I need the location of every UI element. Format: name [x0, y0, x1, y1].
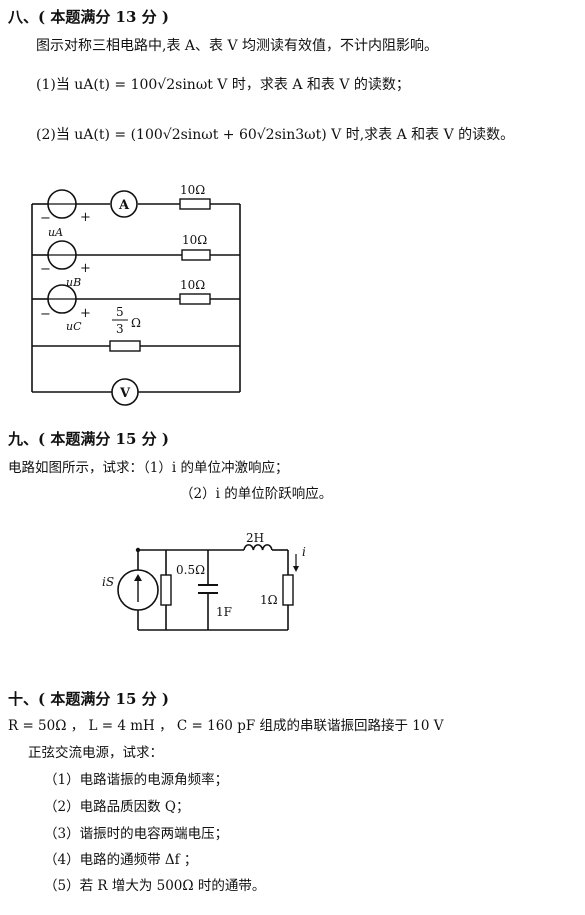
uc-minus: −: [40, 307, 51, 322]
current-label: i: [302, 545, 306, 559]
inductor-icon: [243, 544, 273, 551]
q10-intro: R = 50Ω ， L = 4 mH ， C = 160 pF 组成的串联谐振回…: [8, 718, 444, 734]
q8-part2: (2)当 uA(t) = (100√2sinωt + 60√2sin3ωt) V…: [36, 127, 515, 143]
resistor-4-unit: Ω: [131, 316, 141, 330]
current-source-icon: [117, 569, 159, 611]
resistor-3-label: 10Ω: [180, 278, 205, 292]
source-ub-icon: [47, 240, 77, 270]
q10-item-2: （2）电路品质因数 Q；: [44, 799, 190, 815]
q10-heading: 十、( 本题满分 15 分 ): [8, 690, 169, 708]
resistor-4-den: 3: [116, 322, 124, 336]
resistor-2: [181, 249, 211, 261]
q10-intro2: 正弦交流电源，试求：: [28, 745, 163, 761]
q8-circuit-diagram: A V 10Ω 10Ω 10Ω 5 3 Ω − + uA − + uB − + …: [31, 183, 241, 406]
source-uc-icon: [47, 284, 77, 314]
capacitor-label: 1F: [216, 605, 232, 619]
q10-item-4: （4）电路的通频带 Δf ；: [44, 852, 198, 868]
q9-part2: （2）i 的单位阶跃响应。: [180, 486, 333, 502]
resistor-2-label: 10Ω: [182, 233, 207, 247]
ub-label: uB: [66, 276, 81, 289]
inductor-label: 2H: [246, 531, 264, 545]
uc-plus: +: [80, 306, 91, 321]
ammeter-icon: A: [110, 190, 138, 218]
resistor-4: [109, 340, 141, 352]
voltmeter-icon: V: [111, 378, 139, 406]
q9-circuit-diagram: iS 0.5Ω 1F 2H 1Ω i: [102, 531, 306, 631]
ub-plus: +: [80, 261, 91, 276]
q9-heading: 九、( 本题满分 15 分 ): [8, 430, 169, 448]
resistor-4-num: 5: [116, 305, 124, 319]
q9-intro: 电路如图所示，试求：（1）i 的单位冲激响应；: [8, 460, 289, 476]
resistor-0-5: [160, 574, 172, 606]
voltmeter-label: V: [119, 386, 131, 401]
q10-item-3: （3）谐振时的电容两端电压；: [44, 826, 229, 842]
uc-label: uC: [66, 320, 82, 333]
q8-heading: 八、( 本题满分 13 分 ): [8, 8, 169, 26]
q10-item-5: （5）若 R 增大为 500Ω 时的通带。: [44, 878, 266, 894]
source-label: iS: [102, 575, 114, 589]
resistor-1: [179, 198, 211, 210]
resistor-1-label: 10Ω: [180, 183, 205, 197]
current-arrow-icon: [293, 566, 299, 572]
ua-label: uA: [48, 226, 63, 239]
q10-item-1: （1）电路谐振的电源角频率；: [44, 772, 229, 788]
ammeter-label: A: [118, 198, 130, 213]
q8-intro: 图示对称三相电路中,表 A、表 V 均测读有效值，不计内阻影响。: [36, 38, 439, 54]
ua-minus: −: [40, 211, 51, 226]
resistor-3: [179, 293, 211, 305]
resistor-1-ohm: [282, 574, 294, 606]
ub-minus: −: [40, 262, 51, 277]
resistor-0-5-label: 0.5Ω: [176, 563, 205, 577]
ua-plus: +: [80, 210, 91, 225]
source-ua-icon: [47, 189, 77, 219]
resistor-1-ohm-label: 1Ω: [260, 593, 278, 607]
q8-part1: (1)当 uA(t) = 100√2sinωt V 时，求表 A 和表 V 的读…: [36, 77, 410, 93]
